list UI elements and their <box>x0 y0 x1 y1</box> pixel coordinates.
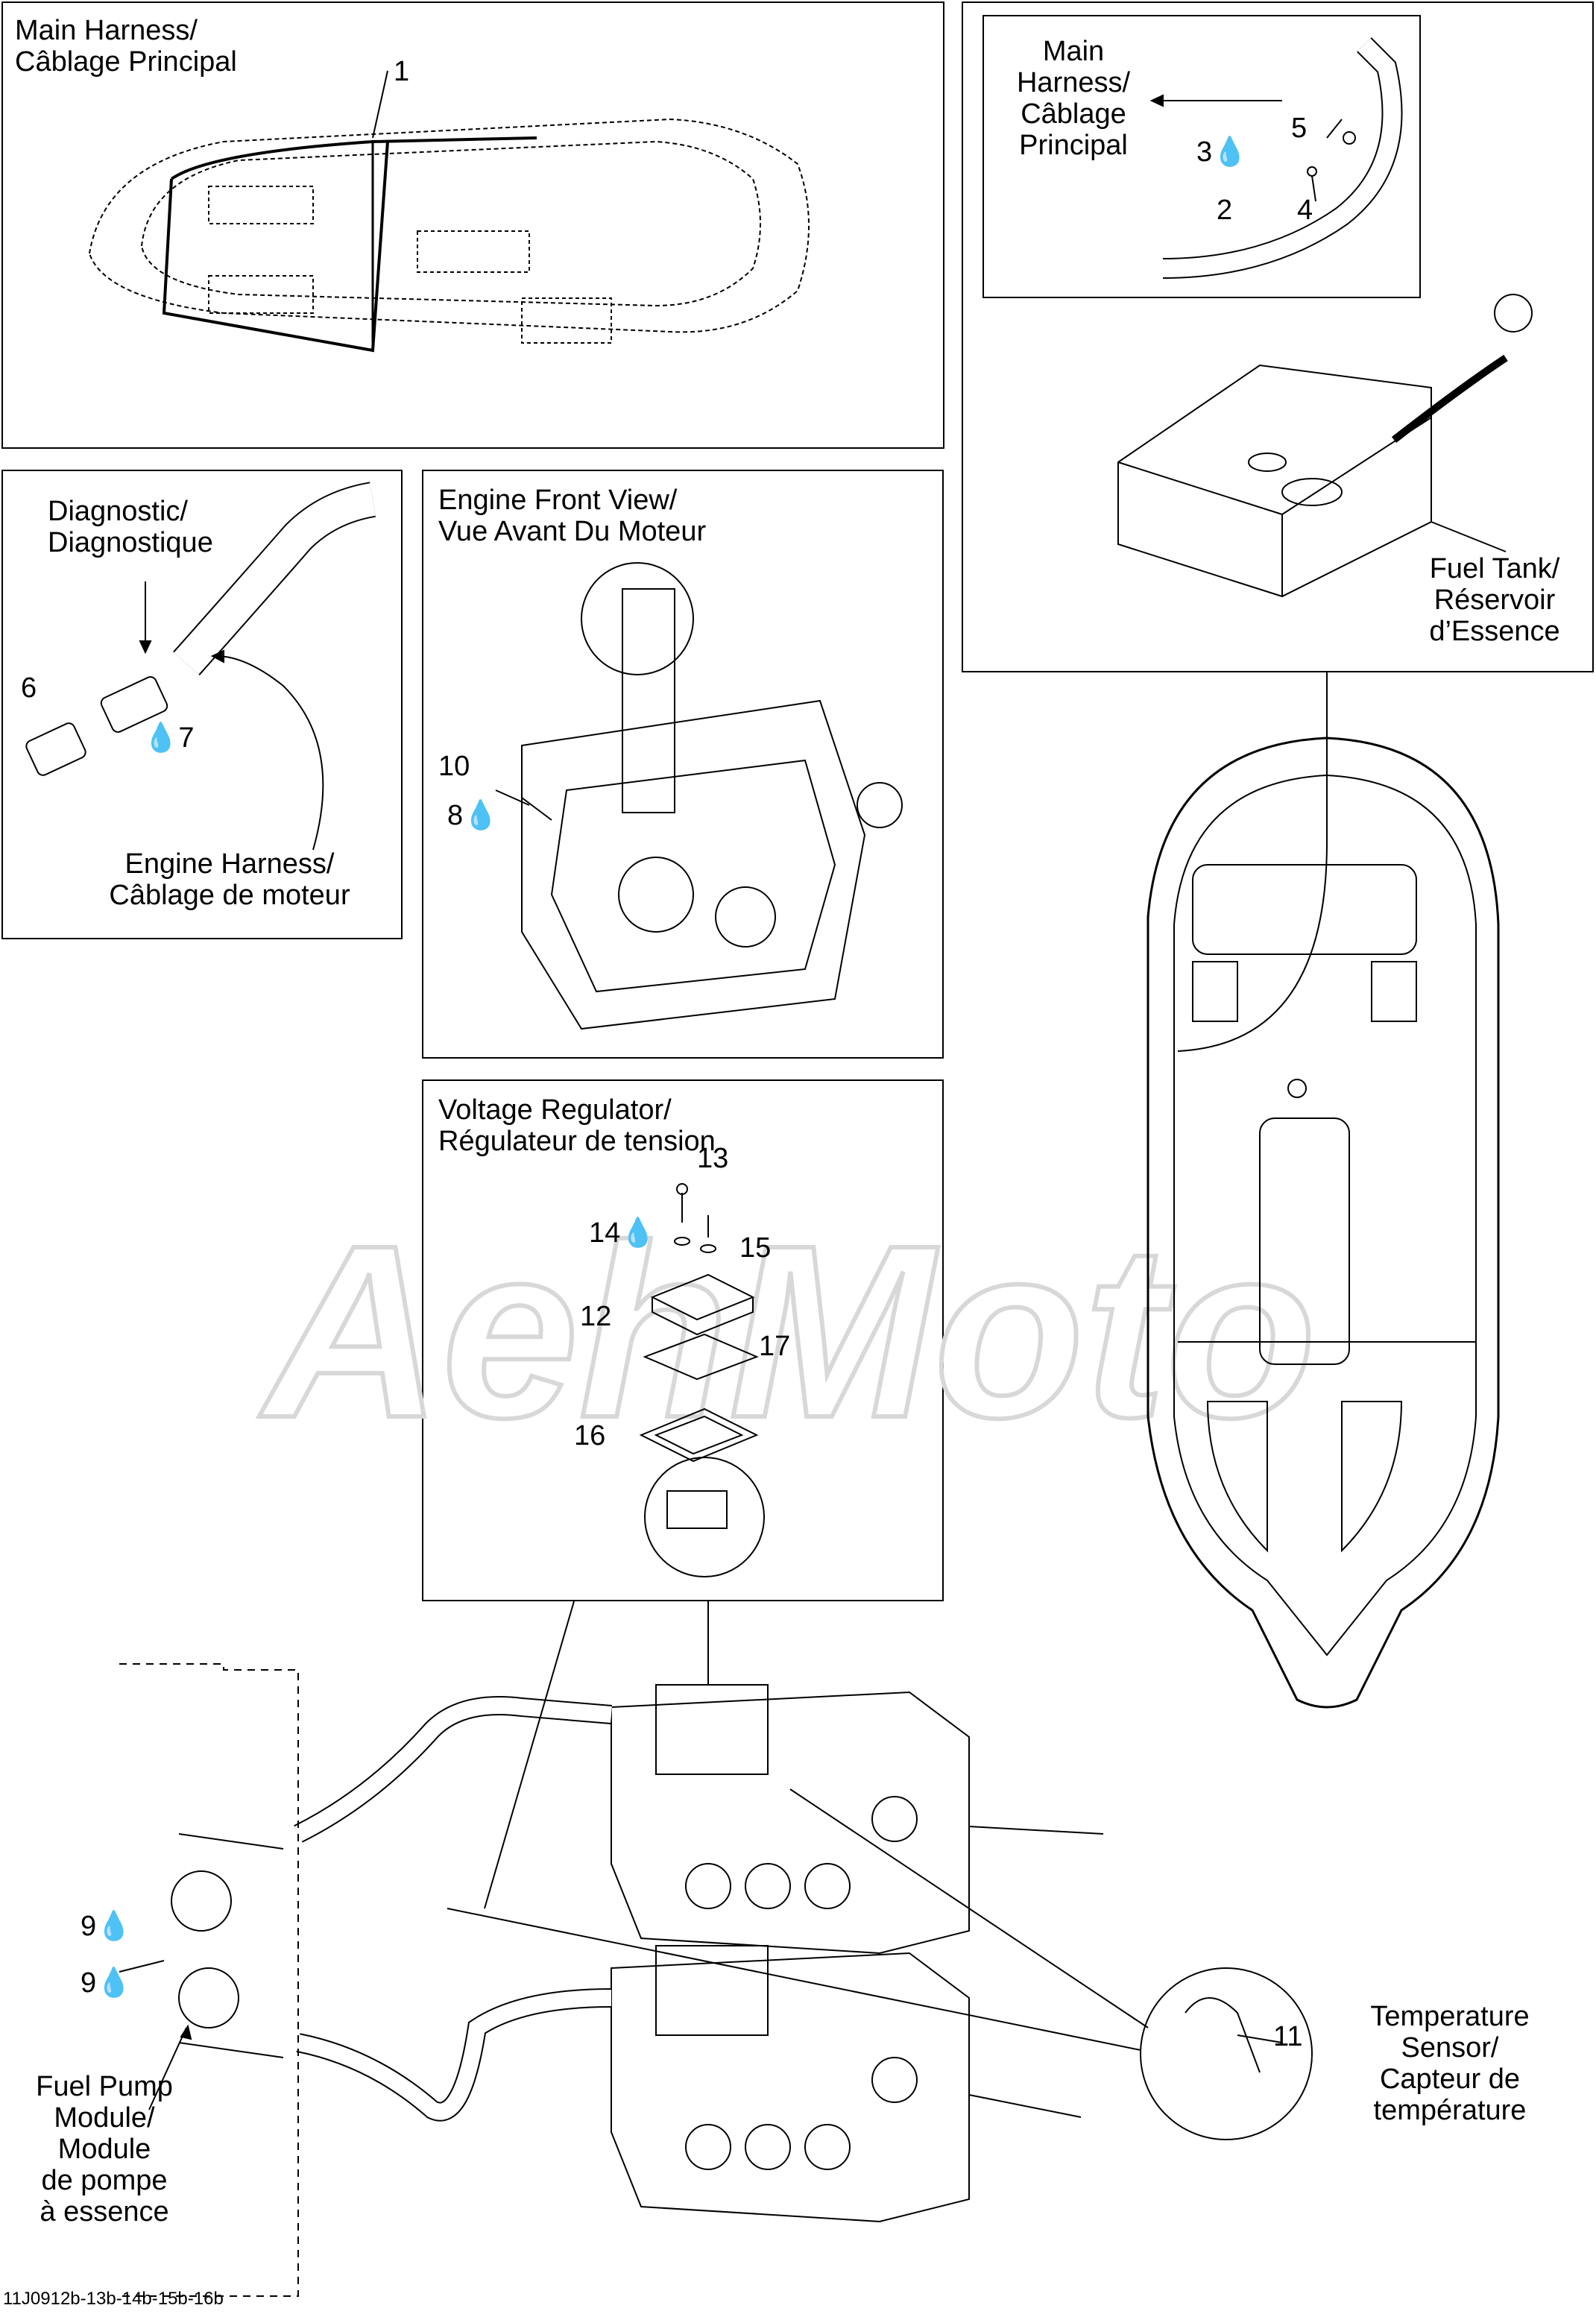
callout-7-text: 7 <box>178 722 195 754</box>
fuel-inset-harness-4: Principal <box>1019 130 1128 161</box>
drop-icon: 💧 <box>96 1911 132 1942</box>
fuel-pump-label-3: Module <box>57 2134 151 2165</box>
drop-icon: 💧 <box>96 1967 132 1999</box>
callout-2: 2 <box>1217 195 1233 226</box>
drop-icon: 💧 <box>1212 136 1248 168</box>
drop-icon: 💧 <box>463 800 499 831</box>
callout-9b-text: 9 <box>81 1967 97 1999</box>
drop-icon: 💧 <box>143 722 179 754</box>
diagnostic-panel <box>1 470 403 939</box>
voltage-regulator-title-en: Voltage Regulator/ <box>438 1094 672 1126</box>
callout-9a-text: 9 <box>81 1911 97 1942</box>
engine-front-title-en: Engine Front View/ <box>438 485 678 516</box>
callout-14: 14💧 <box>589 1218 656 1248</box>
fuel-inset-harness-3: Câblage <box>1021 98 1126 130</box>
engine-harness-label-fr: Câblage de moteur <box>109 880 350 911</box>
fuel-inset-harness-label: Main Harness/ Câblage Principal <box>1003 36 1144 161</box>
fuel-tank-label-3: d’Essence <box>1429 616 1560 647</box>
temperature-sensor-label-2: Sensor/ <box>1401 2032 1499 2064</box>
voltage-regulator-panel <box>422 1079 944 1601</box>
callout-12: 12 <box>580 1301 612 1332</box>
main-harness-title: Main Harness/ Câblage Principal <box>15 15 237 78</box>
callout-3: 3💧 <box>1196 137 1247 167</box>
drop-icon: 💧 <box>620 1217 656 1249</box>
engine-front-title: Engine Front View/ Vue Avant Du Moteur <box>438 485 706 547</box>
fuel-tank-inset-panel <box>982 15 1421 298</box>
callout-13: 13 <box>697 1143 729 1174</box>
fuel-inset-harness-2: Harness/ <box>1016 67 1131 98</box>
callout-17: 17 <box>759 1331 791 1362</box>
engine-front-title-fr: Vue Avant Du Moteur <box>438 516 707 547</box>
engine-front-panel <box>422 470 944 1059</box>
main-harness-title-en: Main Harness/ <box>15 15 198 46</box>
callout-5: 5 <box>1291 113 1308 144</box>
footer-code: 11J0912b-13b-14b-15b-16b <box>3 2289 224 2309</box>
voltage-regulator-title-fr: Régulateur de tension <box>438 1126 716 1157</box>
callout-9a: 9💧 <box>81 1911 131 1941</box>
callout-6: 6 <box>21 672 37 704</box>
callout-7: 💧7 <box>143 723 194 753</box>
temperature-sensor-label-4: température <box>1373 2095 1527 2126</box>
fuel-pump-label-5: à essence <box>40 2196 169 2228</box>
callout-3-text: 3 <box>1196 136 1213 168</box>
main-harness-title-fr: Câblage Principal <box>15 46 237 78</box>
callout-15: 15 <box>739 1232 772 1264</box>
temperature-sensor-label-3: Capteur de <box>1379 2064 1520 2095</box>
callout-16: 16 <box>574 1420 606 1451</box>
temperature-sensor-label: Temperature Sensor/ Capteur de températu… <box>1342 2001 1558 2126</box>
callout-8-text: 8 <box>447 800 464 831</box>
fuel-pump-label-1: Fuel Pump <box>36 2071 173 2102</box>
callout-10: 10 <box>438 751 470 782</box>
callout-8: 8💧 <box>447 801 498 830</box>
callout-4: 4 <box>1297 195 1313 226</box>
callout-9b: 9💧 <box>81 1968 131 1998</box>
temperature-sensor-label-1: Temperature <box>1370 2001 1530 2032</box>
fuel-tank-label-2: Réservoir <box>1433 584 1556 616</box>
fuel-pump-label-2: Module/ <box>54 2102 155 2134</box>
engine-harness-label-en: Engine Harness/ <box>124 848 335 880</box>
callout-11: 11 <box>1273 2021 1303 2052</box>
callout-14-text: 14 <box>589 1217 621 1249</box>
diagnostic-label: Diagnostic/ Diagnostique <box>48 496 213 558</box>
diagnostic-label-fr: Diagnostique <box>48 527 213 558</box>
watermark: AehMoto <box>256 1194 1316 1469</box>
voltage-regulator-title: Voltage Regulator/ Régulateur de tension <box>438 1094 716 1157</box>
fuel-pump-label-4: de pompe <box>41 2165 168 2196</box>
callout-1: 1 <box>394 56 410 87</box>
fuel-tank-label: Fuel Tank/ Réservoir d’Essence <box>1401 553 1588 647</box>
main-harness-panel <box>1 1 944 449</box>
fuel-pump-label: Fuel Pump Module/ Module de pompe à esse… <box>15 2071 194 2228</box>
fuel-inset-harness-1: Main <box>1042 36 1105 67</box>
diagnostic-label-en: Diagnostic/ <box>48 496 188 527</box>
engine-harness-label: Engine Harness/ Câblage de moteur <box>81 848 379 911</box>
fuel-tank-label-1: Fuel Tank/ <box>1429 553 1560 584</box>
